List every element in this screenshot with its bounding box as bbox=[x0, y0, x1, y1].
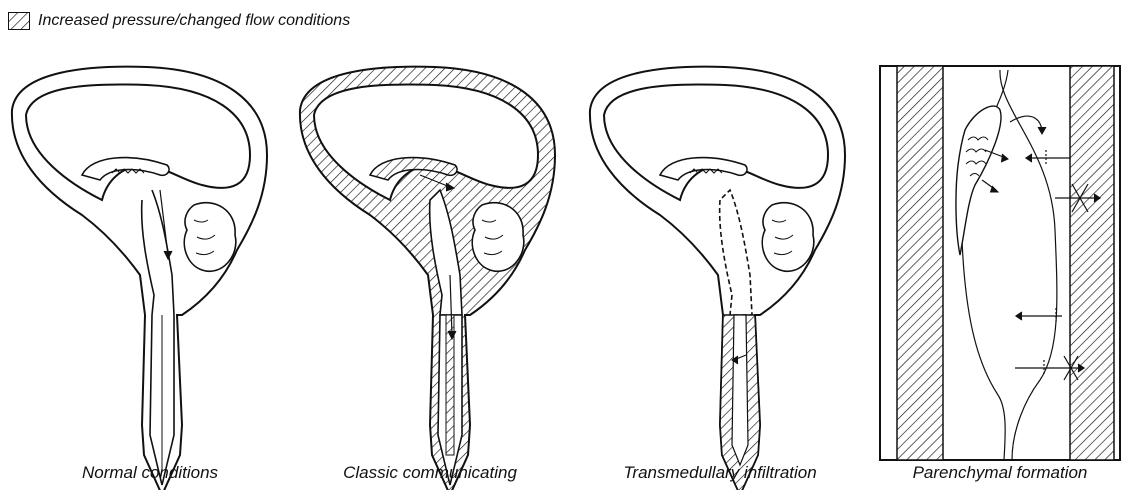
panel-parenchymal-formation bbox=[880, 66, 1120, 460]
cerebellum bbox=[184, 203, 236, 272]
cerebellum bbox=[472, 203, 524, 272]
hatched-band-right bbox=[1070, 66, 1114, 460]
legend: Increased pressure/changed flow conditio… bbox=[8, 10, 350, 32]
panel-classic-communicating bbox=[300, 67, 555, 490]
cerebellum bbox=[762, 203, 814, 272]
caption-normal: Normal conditions bbox=[82, 463, 218, 483]
caption-parenchymal-formation: Parenchymal formation bbox=[913, 463, 1088, 483]
caption-transmedullary-infiltration: Transmedullary infiltration bbox=[623, 463, 816, 483]
legend-label: Increased pressure/changed flow conditio… bbox=[38, 12, 350, 30]
panel-transmedullary-infiltration bbox=[590, 67, 845, 490]
hatched-band-left bbox=[897, 66, 943, 460]
hatched-swatch-icon bbox=[8, 12, 30, 30]
caption-classic-communicating: Classic communicating bbox=[343, 463, 517, 483]
panel-normal bbox=[12, 67, 267, 490]
